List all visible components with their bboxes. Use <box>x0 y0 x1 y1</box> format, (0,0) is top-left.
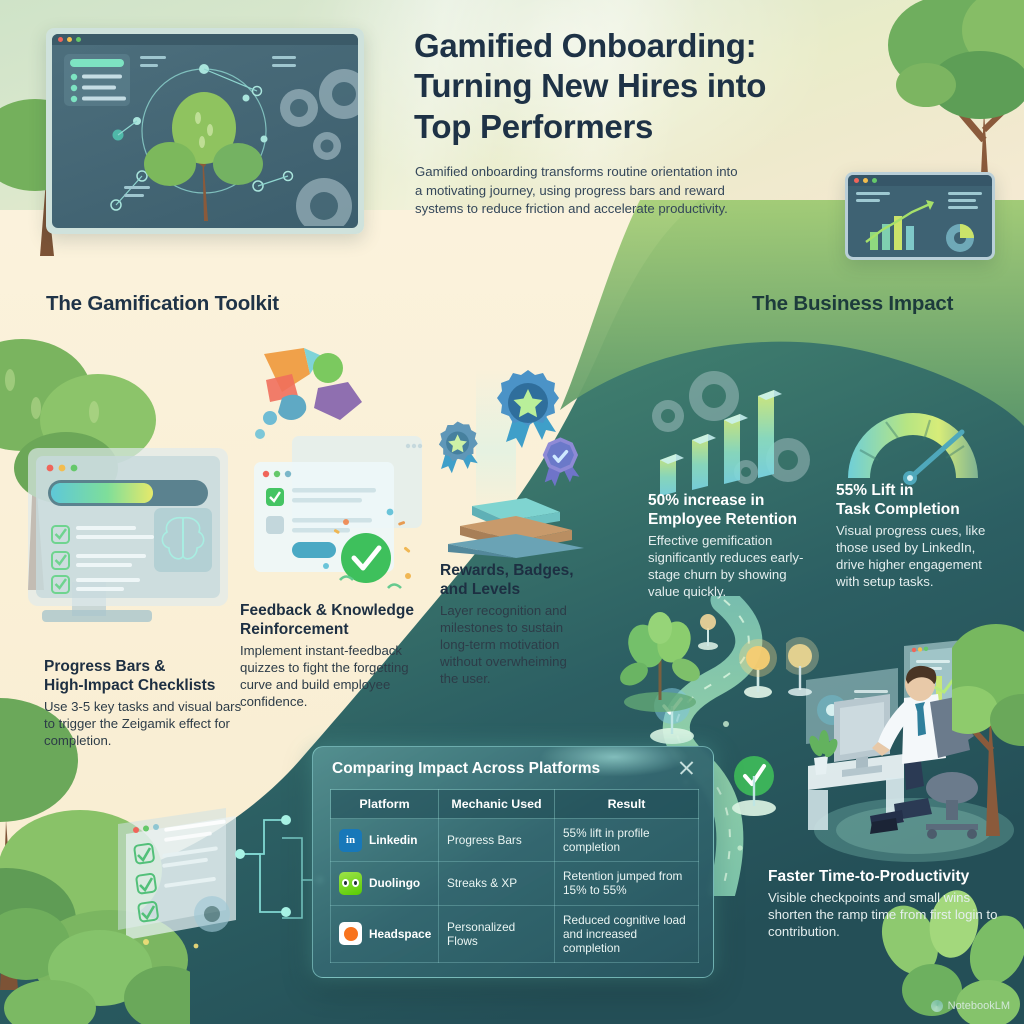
table-col-platform: Platform <box>330 789 439 819</box>
table-cell-platform: in Linkedin <box>330 817 439 863</box>
toolkit-feedback-title-line1: Feedback & Knowledge <box>240 602 414 619</box>
toolkit-feedback-body: Implement instant-feedback quizzes to fi… <box>240 642 409 710</box>
linkedin-logo-icon: in <box>339 828 362 852</box>
impact-faster-title-line1: Faster Time-to-Productivity <box>768 868 970 885</box>
toolkit-rewards-title-line1: Rewards, Badges, <box>440 562 574 579</box>
table-cell-platform-label: Linkedin <box>369 833 418 848</box>
table-cell-result: Reduced cognitive load and increased com… <box>554 904 699 964</box>
notebooklm-watermark: NotebookLM <box>930 1000 1010 1012</box>
impact-block-retention: 50% increase in Employee Retention Effec… <box>648 492 813 600</box>
table-cell-mechanic: Personalized Flows <box>438 904 555 964</box>
table-cell-mechanic: Progress Bars <box>438 817 555 863</box>
table-cell-platform: Duolingo <box>330 861 439 906</box>
impact-retention-title-line2: Employee Retention <box>648 510 797 528</box>
headspace-logo-icon <box>339 922 362 946</box>
duolingo-logo-icon <box>339 871 362 895</box>
table-row[interactable]: Duolingo Streaks & XP Retention jumped f… <box>330 861 699 906</box>
section-heading-toolkit: The Gamification Toolkit <box>46 292 279 315</box>
toolkit-block-rewards: Rewards, Badges, and Levels Layer recogn… <box>440 562 585 688</box>
section-heading-impact: The Business Impact <box>752 292 954 315</box>
impact-block-task-completion: 55% Lift in Task Completion Visual progr… <box>836 482 1006 590</box>
impact-faster-body: Visible checkpoints and small wins short… <box>768 889 998 940</box>
toolkit-progress-title-line1: Progress Bars & <box>44 658 166 675</box>
table-row[interactable]: Headspace Personalized Flows Reduced cog… <box>330 904 699 964</box>
toolkit-block-feedback: Feedback & Knowledge Reinforcement Imple… <box>240 602 430 710</box>
toolkit-block-progress-bars: Progress Bars & High-Impact Checklists U… <box>44 658 244 749</box>
toolkit-feedback-title-line2: Reinforcement <box>240 620 349 638</box>
table-col-mechanic: Mechanic Used <box>438 789 555 819</box>
toolkit-progress-title-line2: High-Impact Checklists <box>44 676 216 694</box>
comparison-table: Platform Mechanic Used Result in Linkedi… <box>330 789 699 964</box>
toolkit-rewards-title-line2: and Levels <box>440 580 521 598</box>
comparison-table-title: Comparing Impact Across Platforms <box>332 760 601 777</box>
notebooklm-label: NotebookLM <box>947 1000 1010 1012</box>
table-col-result: Result <box>554 789 699 819</box>
page-title-line2: Turning New Hires into <box>414 67 767 105</box>
impact-task-title-line1: 55% Lift in <box>836 482 914 499</box>
impact-block-time-to-productivity: Faster Time-to-Productivity Visible chec… <box>768 868 998 940</box>
comparison-table-card: Comparing Impact Across Platforms Platfo… <box>312 746 714 978</box>
table-cell-result: 55% lift in profile completion <box>554 817 699 863</box>
impact-retention-title-line1: 50% increase in <box>648 492 765 509</box>
table-cell-mechanic: Streaks & XP <box>438 861 555 906</box>
impact-task-body: Visual progress cues, like those used by… <box>836 522 986 590</box>
impact-task-title-line2: Task Completion <box>836 500 960 518</box>
card-glow-decoration <box>539 747 689 777</box>
table-row[interactable]: in Linkedin Progress Bars 55% lift in pr… <box>330 817 699 863</box>
notebooklm-logo-icon <box>930 1000 943 1012</box>
page-title: Gamified Onboarding: Turning New Hires i… <box>414 26 814 147</box>
impact-retention-body: Effective gemification significantly red… <box>648 532 804 600</box>
page-title-line1: Gamified Onboarding: <box>414 27 757 64</box>
table-header-row: Platform Mechanic Used Result <box>330 789 699 819</box>
page-title-line3: Top Performers <box>414 107 654 145</box>
table-cell-platform: Headspace <box>330 904 439 964</box>
table-cell-platform-label: Headspace <box>369 926 432 941</box>
page-subtitle: Gamified onboarding transforms routine o… <box>415 164 738 217</box>
table-cell-result: Retention jumped from 15% to 55% <box>554 861 699 906</box>
toolkit-progress-body: Use 3-5 key tasks and visual bars to tri… <box>44 698 242 749</box>
table-cell-platform-label: Duolingo <box>369 876 421 891</box>
toolkit-rewards-body: Layer recognition and milestones to sust… <box>440 602 567 687</box>
close-icon[interactable] <box>678 759 695 776</box>
